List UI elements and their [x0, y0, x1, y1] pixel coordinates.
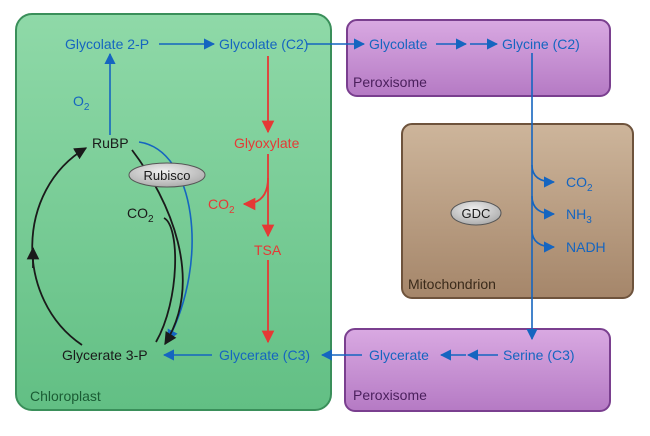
mitochondrion-compartment [401, 123, 634, 299]
glycolate-peroxisome-label: Glycolate [369, 36, 428, 52]
glycerate-c3-label: Glycerate (C3) [219, 347, 310, 363]
co2-red-label: CO2 [208, 196, 235, 216]
rubp-label: RuBP [92, 135, 129, 151]
chloroplast-label: Chloroplast [30, 388, 101, 404]
glycerate-3p-label: Glycerate 3-P [62, 347, 148, 363]
glyoxylate-label: Glyoxylate [234, 135, 300, 151]
arrow-to-co2 [531, 164, 556, 188]
peroxisome-bottom-label: Peroxisome [353, 387, 427, 403]
mito-co2-label: CO2 [566, 174, 593, 194]
arrow-to-nh3 [531, 195, 556, 220]
co2-black-label: CO2 [127, 205, 154, 225]
arrow-to-nadh [531, 229, 556, 253]
glycerate-peroxisome-label: Glycerate [369, 347, 429, 363]
peroxisome-top-compartment [346, 19, 611, 97]
mito-nh3-label: NH3 [566, 206, 592, 226]
o2-label: O2 [73, 93, 90, 113]
gdc-label: GDC [462, 206, 491, 221]
peroxisome-top-label: Peroxisome [353, 74, 427, 90]
mito-nadh-label: NADH [566, 239, 606, 255]
gdc-enzyme [450, 200, 502, 226]
rubisco-label: Rubisco [144, 168, 191, 183]
rubisco-enzyme [128, 162, 206, 188]
serine-c3-label: Serine (C3) [503, 347, 575, 363]
arrow-cycle-left [31, 147, 88, 346]
arrow-to-co2-red [242, 177, 269, 211]
arrow-rubp-blue-to-glycerate3p [138, 141, 193, 341]
glycolate-2p-label: Glycolate 2-P [65, 36, 149, 52]
peroxisome-bottom-compartment [344, 328, 611, 412]
glycolate-c2-label: Glycolate (C2) [219, 36, 308, 52]
tsa-label: TSA [254, 242, 282, 258]
chloroplast-compartment [15, 13, 332, 411]
glycine-c2-label: Glycine (C2) [502, 36, 580, 52]
mitochondrion-label: Mitochondrion [408, 276, 496, 292]
arrow-co2-to-glycerate3p [155, 217, 176, 343]
